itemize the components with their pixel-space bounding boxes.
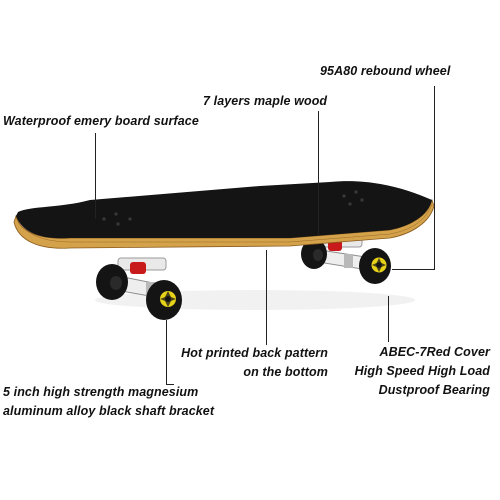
back-right-wheel (146, 280, 182, 320)
back-left-wheel (96, 264, 128, 300)
bracket-line-2: aluminum alloy black shaft bracket (3, 404, 215, 418)
maple-wood-leader (318, 111, 319, 235)
bearing-line-3: Dustproof Bearing (378, 383, 490, 397)
rebound-wheel-leader (434, 86, 435, 269)
bearing-line-1: ABEC-7Red Cover (379, 345, 490, 359)
bearing-leader (388, 296, 389, 342)
bearing-line-2: High Speed High Load (354, 364, 490, 378)
back-pattern-line-1: Hot printed back pattern (181, 346, 328, 360)
bracket-leader (166, 320, 167, 384)
bearing-label: ABEC-7Red Cover High Speed High Load Dus… (330, 343, 490, 400)
bracket-leader-h (166, 384, 174, 385)
rebound-wheel-label: 95A80 rebound wheel (320, 64, 451, 78)
bracket-line-1: 5 inch high strength magnesium (3, 385, 199, 399)
bracket-label: 5 inch high strength magnesium aluminum … (3, 383, 214, 421)
front-left-wheel (301, 239, 327, 269)
front-right-wheel (359, 248, 391, 284)
maple-wood-label: 7 layers maple wood (203, 94, 328, 108)
back-pattern-label: Hot printed back pattern on the bottom (148, 344, 328, 382)
back-pattern-line-2: on the bottom (243, 365, 328, 379)
emery-surface-leader (95, 133, 96, 219)
deck-top (16, 181, 432, 239)
emery-surface-label: Waterproof emery board surface (3, 114, 199, 128)
rebound-wheel-leader-h (392, 269, 435, 270)
back-pattern-leader (266, 250, 267, 345)
bolt-holes (102, 190, 364, 226)
